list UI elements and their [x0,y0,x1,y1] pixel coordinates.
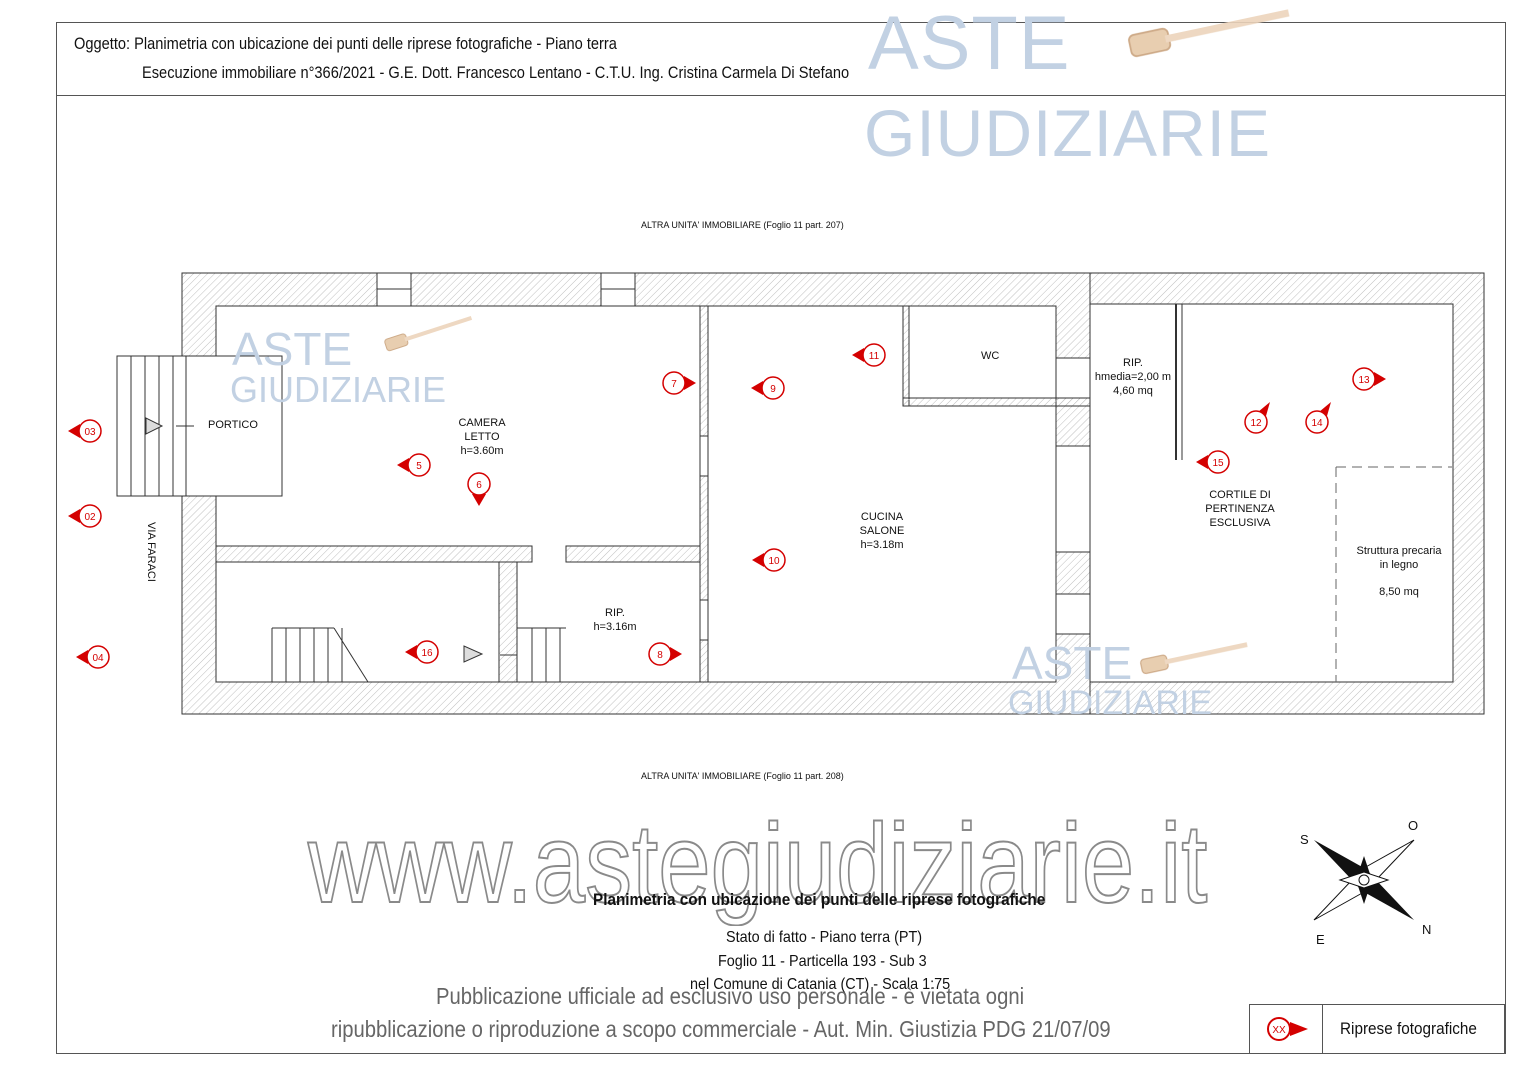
photo-marker-label: 11 [869,351,880,362]
street-label: VIA FARACI [145,522,157,582]
compass-o: O [1408,818,1419,833]
photo-marker-label: 04 [92,653,104,664]
photo-marker-02: 02 [68,504,102,528]
drawing-frame [56,22,1506,1054]
photo-marker-label: 8 [657,650,663,661]
watermark-giudiziarie-left: GIUDIZIARIE [230,369,447,410]
photo-marker-13: 13 [1352,367,1386,391]
room-bedroom-l1: CAMERA [458,417,506,429]
photo-marker-04: 04 [76,645,110,669]
caption-line-1: Stato di fatto - Piano terra (PT) [726,929,923,946]
room-storage-2-l2: hmedia=2,00 m [1094,371,1172,383]
photo-marker-label: 15 [1212,458,1224,469]
room-bedroom-h: h=3.60m [460,445,504,457]
neighbor-bottom-label: ALTRA UNITA' IMMOBILIARE (Foglio 11 part… [641,771,844,781]
compass-rose [1313,839,1415,921]
photo-marker-10: 10 [752,548,786,572]
procedure-line: Esecuzione immobiliare n°366/2021 - G.E.… [142,63,850,82]
watermark-giudiziarie-top: GIUDIZIARIE [864,96,1272,170]
photo-marker-label: 9 [770,384,776,395]
room-portico: PORTICO [208,419,258,431]
room-courtyard: CORTILE DI PERTINENZA ESCLUSIVA [1196,488,1284,530]
photo-marker-16: 16 [405,640,439,664]
room-kitchen-l1: CUCINA [860,511,904,523]
room-courtyard-l1: CORTILE DI [1209,489,1271,501]
room-bedroom-l2: LETTO [464,431,500,443]
room-kitchen-l2: SALONE [859,525,905,537]
photo-marker-label: 16 [421,648,433,659]
photo-marker-5: 5 [397,453,431,477]
notice-line-2: ripubblicazione o riproduzione a scopo c… [331,1016,1111,1042]
photo-marker-12: 12 [1244,402,1270,434]
room-storage-2-l1: RIP. [1123,357,1143,369]
watermark-aste-right: ASTE [1012,637,1133,689]
photo-marker-15: 15 [1196,450,1230,474]
compass-s: S [1300,832,1309,847]
room-bedroom: CAMERA LETTO h=3.60m [440,416,524,458]
room-courtyard-l2: PERTINENZA [1205,503,1275,515]
room-storage-2: RIP. hmedia=2,00 m 4,60 mq [1088,356,1178,398]
photo-marker-label: 10 [768,556,780,567]
photo-marker-label: 14 [1311,418,1323,429]
watermark-aste-left: ASTE [232,323,353,375]
caption-line-2: Foglio 11 - Particella 193 - Sub 3 [718,953,927,970]
watermark-aste-top: ASTE [868,1,1071,86]
header-separator [56,95,1505,96]
compass-n: N [1422,922,1432,937]
photo-marker-8: 8 [648,642,682,666]
neighbor-top-label: ALTRA UNITA' IMMOBILIARE (Foglio 11 part… [641,220,844,230]
photo-marker-label: 02 [84,512,96,523]
photo-marker-label: 13 [1358,375,1370,386]
room-courtyard-l3: ESCLUSIVA [1209,517,1271,529]
caption-line-3: nel Comune di Catania (CT) - Scala 1:75 [690,976,951,993]
legend-label: Riprese fotografiche [1340,1019,1477,1038]
photo-marker-11: 11 [852,343,886,367]
legend-symbol: XX [1272,1025,1286,1036]
room-wc: WC [981,350,1000,362]
legend-marker-icon: XX [1267,1017,1308,1041]
photo-markers: 02 03 04 5 6 7 8 9 10 11 12 13 14 15 16 [68,343,1386,669]
room-shed-l2: in legno [1379,559,1419,571]
room-kitchen-h: h=3.18m [860,539,904,551]
watermark-giudiziarie-right: GIUDIZIARIE [1008,684,1213,722]
room-shed-l3: 8,50 mq [1379,586,1419,598]
room-storage-1-l1: RIP. [605,607,625,619]
photo-marker-03: 03 [68,419,102,443]
photo-marker-7: 7 [662,371,696,395]
room-storage-1-h: h=3.16m [593,621,637,633]
photo-marker-6: 6 [467,472,491,506]
photo-marker-label: 12 [1250,418,1262,429]
photo-marker-label: 6 [476,480,482,491]
room-kitchen: CUCINA SALONE h=3.18m [846,510,918,552]
watermark-url: www.astegiudiziarie.it [307,801,1208,926]
photo-marker-label: 7 [671,379,677,390]
room-storage-2-l3: 4,60 mq [1113,385,1153,397]
room-storage-1: RIP. h=3.16m [580,606,650,634]
legend-separator [1322,1005,1323,1053]
room-shed-l1: Struttura precaria [1356,545,1442,557]
photo-marker-label: 03 [84,427,96,438]
building-walls [181,272,1485,715]
room-shed: Struttura precaria in legno 8,50 mq [1344,544,1454,599]
subject-line: Oggetto: Planimetria con ubicazione dei … [74,34,617,53]
photo-marker-label: 5 [416,461,422,472]
photo-marker-14: 14 [1305,402,1331,434]
notice-line-1: Pubblicazione ufficiale ad esclusivo uso… [436,983,1025,1009]
legend-box: XX Riprese fotografiche [1249,1004,1505,1054]
photo-marker-9: 9 [751,376,785,400]
caption-title: Planimetria con ubicazione dei punti del… [593,890,1046,909]
compass-e: E [1316,932,1325,947]
